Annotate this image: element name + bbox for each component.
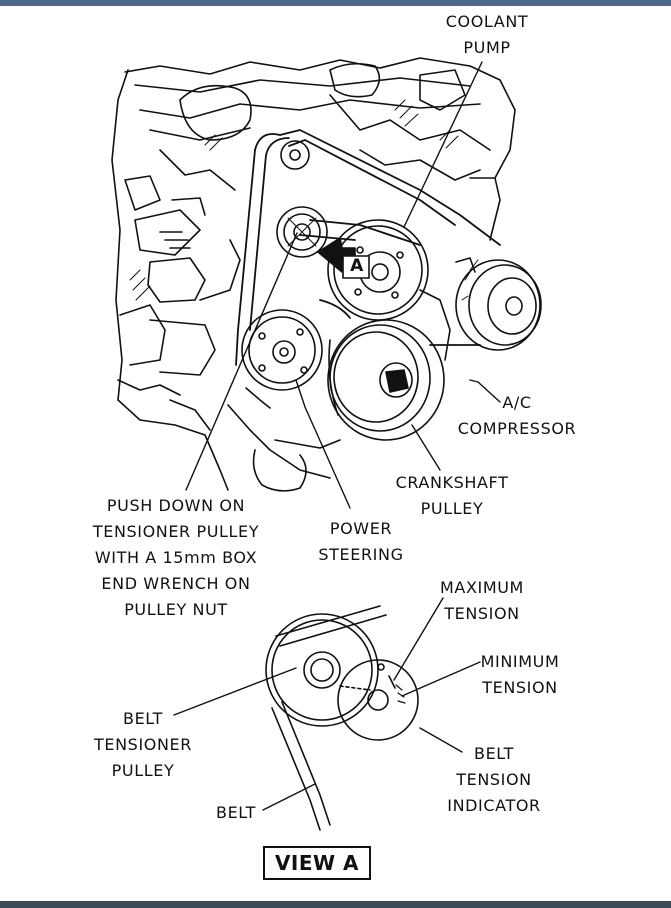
ac-compressor xyxy=(455,257,542,351)
view-a-box: VIEW A xyxy=(263,846,371,880)
maximum-tension-label: MAXIMUM TENSION xyxy=(440,578,524,623)
push-down-instruction-label: PUSH DOWN ON TENSIONER PULLEY WITH A 15m… xyxy=(92,496,260,619)
bottom-frame-bar xyxy=(0,901,671,908)
serpentine-belt xyxy=(235,129,501,366)
tensioner-pulley xyxy=(276,206,328,258)
engine-block xyxy=(111,57,516,492)
view-a-marker-label: A xyxy=(350,256,364,276)
idler-pulley-upper xyxy=(280,140,310,170)
view-a-arrow xyxy=(317,237,370,279)
top-frame-bar xyxy=(0,0,671,6)
crankshaft-pulley-label: CRANKSHAFT PULLEY xyxy=(395,473,509,518)
belt-tensioner-pulley-label: BELT TENSIONER PULLEY xyxy=(94,709,192,780)
ac-compressor-label: A/C COMPRESSOR xyxy=(457,393,577,438)
belt-tension-indicator-label: BELT TENSION INDICATOR xyxy=(447,744,541,815)
crankshaft-pulley xyxy=(327,319,445,441)
view-a-detail xyxy=(265,605,419,831)
coolant-pump-label: COOLANT PUMP xyxy=(445,12,529,57)
belt-label: BELT xyxy=(216,803,256,822)
leader-lines-main xyxy=(185,61,501,509)
power-steering-label: POWER STEERING xyxy=(318,519,404,564)
minimum-tension-label: MINIMUM TENSION xyxy=(480,652,560,697)
leader-lines-view-a xyxy=(173,597,481,811)
power-steering-pulley xyxy=(241,309,323,409)
